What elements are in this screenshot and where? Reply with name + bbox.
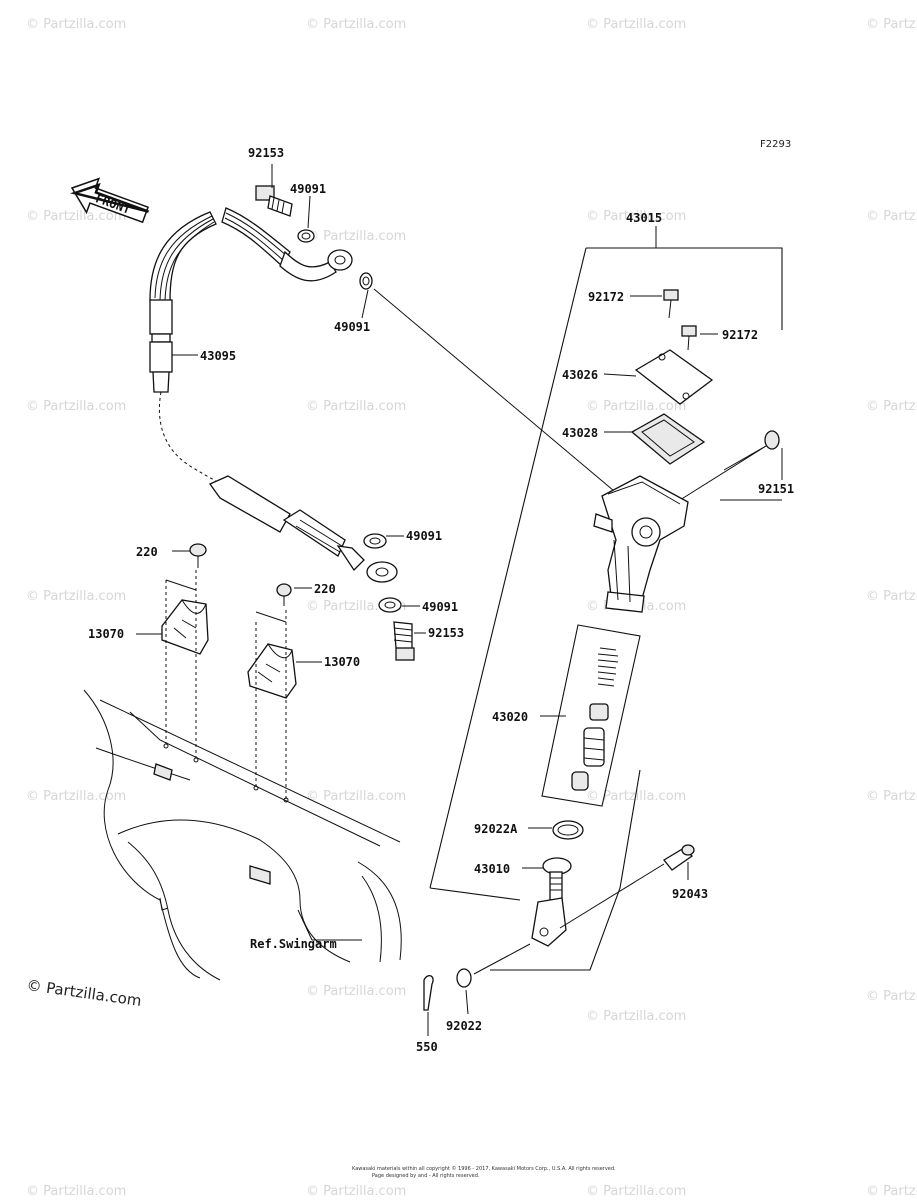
label-220-b: 220	[314, 582, 336, 596]
label-13070-b: 13070	[324, 655, 360, 669]
watermark: © Partzilla.com	[586, 399, 686, 414]
front-arrow-icon: FRONT	[69, 177, 149, 224]
bolt-220-b	[276, 583, 292, 606]
label-43026: 43026	[562, 368, 598, 382]
watermark: © Partzilla.com	[306, 399, 406, 414]
watermark-grid: © Partzilla.com © Partzilla.com © Partzi…	[26, 17, 917, 1199]
bolt-220-a	[189, 543, 207, 568]
label-92043: 92043	[672, 887, 708, 901]
label-49091-top: 49091	[290, 182, 326, 196]
screw-92172-a	[663, 289, 679, 319]
reservoir-cap	[634, 349, 714, 405]
label-92022A: 92022A	[474, 822, 518, 836]
watermark: © Partzilla.com	[26, 589, 126, 604]
washer-49091-d	[378, 597, 402, 613]
screw-92151	[723, 430, 780, 471]
watermark: © Partzilla.com	[866, 209, 917, 224]
watermark: © Partzilla.com	[306, 229, 406, 244]
label-43020: 43020	[492, 710, 528, 724]
clamp-13070-a	[161, 599, 209, 655]
clamp-13070-b	[247, 643, 297, 699]
washer-49091-top	[297, 229, 315, 243]
label-ref-swingarm: Ref.Swingarm	[250, 937, 337, 951]
cotter-pin-550	[423, 975, 434, 1011]
screw-92172-b	[681, 325, 697, 351]
footer-line-1: Kawasaki materials within all copyright …	[352, 1165, 616, 1172]
swingarm-outline	[83, 689, 402, 981]
watermark: © Partzilla.com	[866, 399, 917, 414]
watermark: © Partzilla.com	[26, 17, 126, 32]
watermark: © Partzilla.com	[586, 209, 686, 224]
label-13070-a: 13070	[88, 627, 124, 641]
watermark: © Partzilla.com	[306, 789, 406, 804]
watermark: © Partzilla.com	[26, 1184, 126, 1199]
label-43010: 43010	[474, 862, 510, 876]
label-43015: 43015	[626, 211, 662, 225]
banjo-bolt-top	[255, 185, 293, 217]
reservoir-diaphragm	[630, 413, 706, 465]
circlip-92022A	[552, 820, 584, 840]
label-49091-mid: 49091	[334, 320, 370, 334]
pin-92043	[663, 844, 695, 871]
piston-kit	[571, 647, 619, 791]
watermark: © Partzilla.com	[586, 1009, 686, 1024]
push-rod	[531, 857, 572, 947]
watermark: © Partzilla.com	[306, 17, 406, 32]
label-49091-d: 49091	[422, 600, 458, 614]
washer-49091-mid	[359, 272, 373, 290]
figure-code: F2293	[760, 139, 791, 150]
label-92172-b: 92172	[722, 328, 758, 342]
watermark: © Partzilla.com	[866, 989, 917, 1004]
watermark: © Partzilla.com	[306, 1184, 406, 1199]
watermark: © Partzilla.com	[866, 589, 917, 604]
master-cylinder-body	[593, 475, 689, 613]
label-49091-c: 49091	[406, 529, 442, 543]
label-550: 550	[416, 1040, 438, 1054]
watermark: © Partzilla.com	[306, 984, 406, 999]
label-92151: 92151	[758, 482, 794, 496]
watermark: © Partzilla.com	[586, 1184, 686, 1199]
footer-line-2: Page designed by and - All rights reserv…	[372, 1173, 480, 1179]
label-92172-a: 92172	[588, 290, 624, 304]
label-92153-lower: 92153	[428, 626, 464, 640]
watermark: © Partzilla.com	[866, 17, 917, 32]
label-92153-top: 92153	[248, 146, 284, 160]
watermark: © Partzilla.com	[866, 789, 917, 804]
watermark: © Partzilla.com	[586, 789, 686, 804]
label-92022: 92022	[446, 1019, 482, 1033]
washer-92022	[456, 968, 472, 988]
label-43028: 43028	[562, 426, 598, 440]
watermark: © Partzilla.com	[26, 399, 126, 414]
brake-hose	[149, 207, 398, 583]
label-220-a: 220	[136, 545, 158, 559]
watermark: © Partzilla.com	[26, 209, 126, 224]
label-43095: 43095	[200, 349, 236, 363]
watermark: © Partzilla.com	[866, 1184, 917, 1199]
washer-49091-c	[363, 533, 387, 549]
watermark: © Partzilla.com	[586, 17, 686, 32]
banjo-bolt-lower	[393, 621, 415, 661]
watermark: © Partzilla.com	[26, 789, 126, 804]
